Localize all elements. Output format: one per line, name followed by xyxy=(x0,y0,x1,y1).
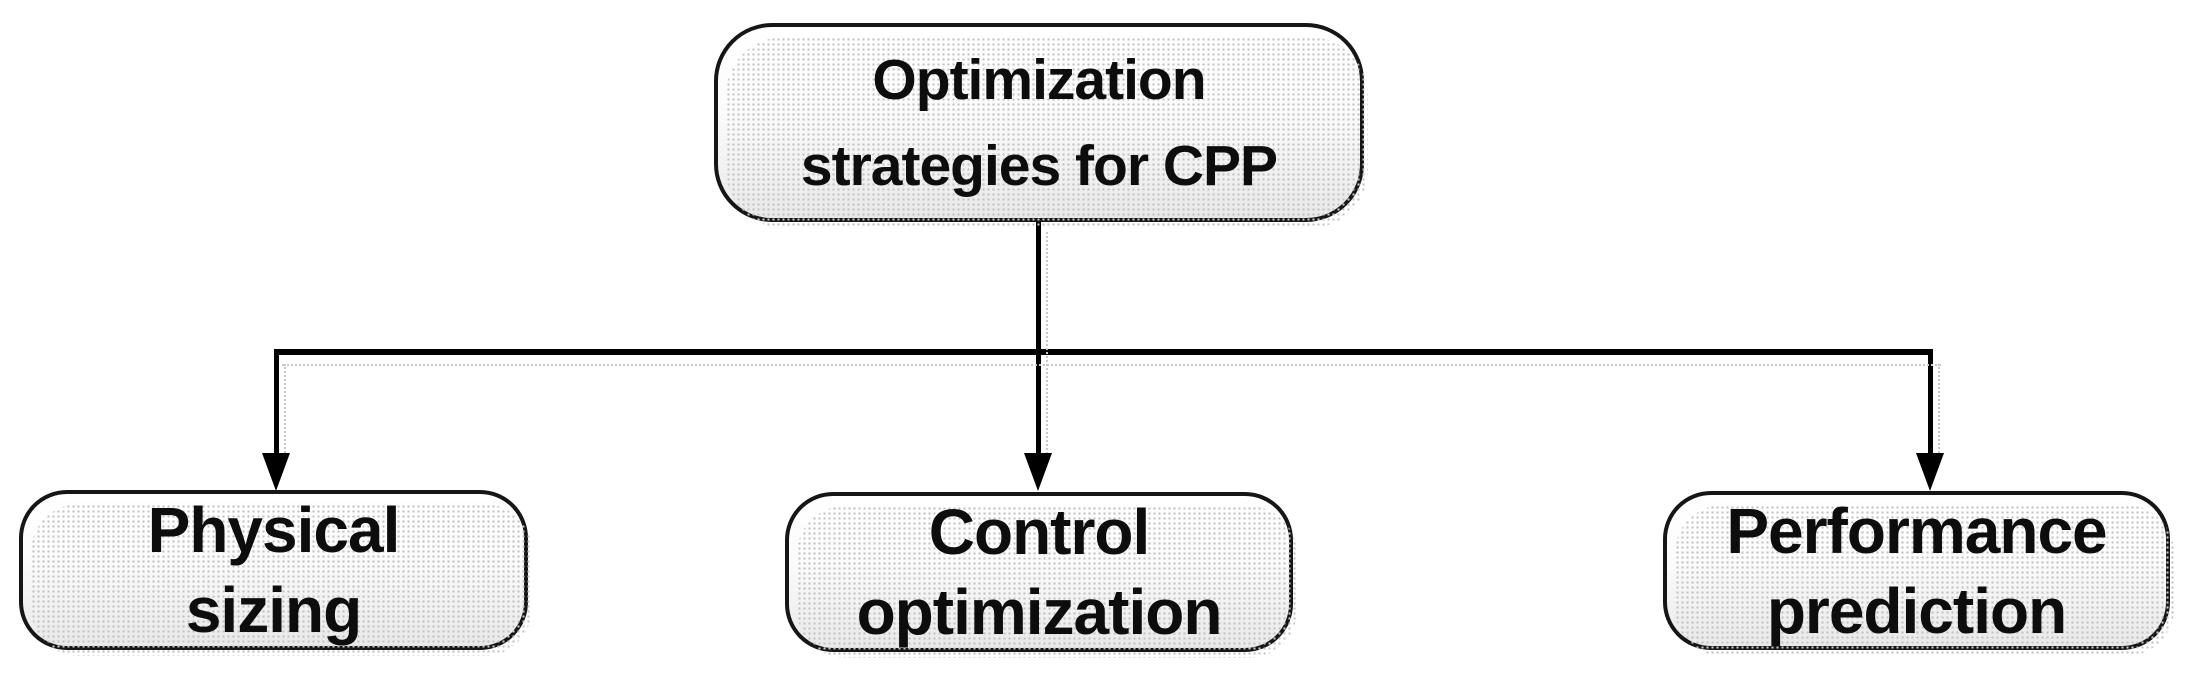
node-label-line: optimization xyxy=(856,576,1223,648)
node-label-line: Performance xyxy=(1726,494,2107,567)
connector-rail xyxy=(274,349,1933,355)
node-label-line: Optimization xyxy=(872,47,1206,112)
connector-root-stem xyxy=(1036,222,1041,456)
node-label-line: Physical xyxy=(147,494,401,566)
node-performance-prediction: Performance prediction xyxy=(1663,491,2174,656)
connector-branch-left xyxy=(274,349,279,456)
arrowhead-down-icon xyxy=(262,453,290,491)
arrowhead-down-icon xyxy=(1024,453,1052,491)
node-label-line: Control xyxy=(928,496,1150,568)
node-label-line: sizing xyxy=(185,574,362,646)
node-control-optimization: Control optimization xyxy=(785,492,1297,658)
node-label-line: strategies for CPP xyxy=(800,133,1278,198)
node-optimization-strategies-for-cpp: Optimization strategies for CPP xyxy=(714,23,1368,228)
connector-shadow xyxy=(1046,232,1048,462)
connector-shadow xyxy=(284,364,286,464)
connector-branch-right xyxy=(1928,349,1933,456)
connector-shadow xyxy=(282,364,1941,366)
node-physical-sizing: Physical sizing xyxy=(19,490,532,656)
arrowhead-down-icon xyxy=(1916,453,1944,491)
node-label-line: prediction xyxy=(1766,574,2067,647)
connector-shadow xyxy=(1938,364,1940,464)
